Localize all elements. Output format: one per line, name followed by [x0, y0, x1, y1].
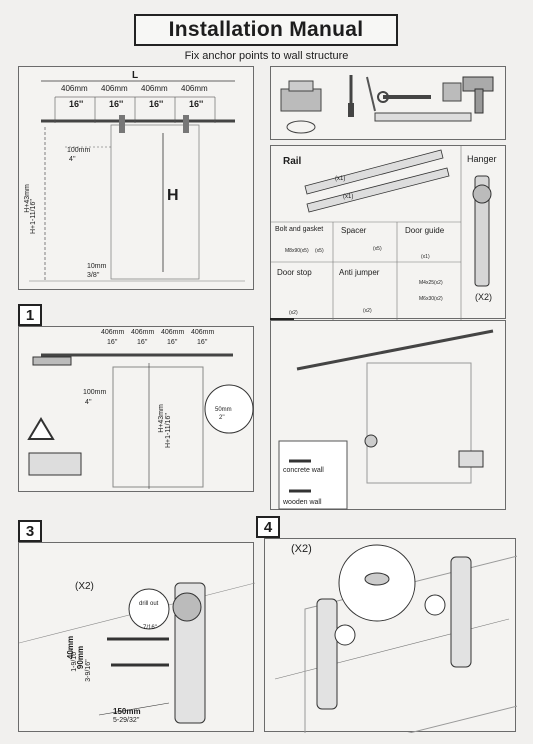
- overview-panel: L 406mm 406mm 406mm 406mm 16'' 16'' 16''…: [18, 66, 254, 290]
- rail-qty-1: (x1): [335, 176, 346, 182]
- bolt-qty: (x5): [315, 248, 324, 254]
- step1-mm-1: 406mm: [101, 329, 125, 336]
- title-box: Installation Manual: [134, 14, 398, 46]
- parts-illustration: [271, 146, 492, 320]
- step3-qty: (X2): [75, 581, 94, 592]
- hanger-icon: [472, 175, 492, 287]
- spacer-label: Spacer: [341, 226, 367, 235]
- anti-jumper-qty: (x2): [363, 308, 372, 314]
- step-4-number: 4: [256, 516, 280, 538]
- warning-icon: [27, 417, 55, 440]
- step3-d150-in: 5-29/32'': [113, 717, 140, 724]
- step3-d150-mm: 150mm: [113, 707, 141, 716]
- drill-icon: [462, 76, 494, 114]
- hanger-qty: (X2): [475, 292, 493, 302]
- step1-in-4: 16'': [197, 339, 208, 346]
- step-2-diagram: [278, 329, 494, 510]
- spacer-qty: (x5): [373, 246, 382, 252]
- overview-total-label: L: [132, 70, 139, 81]
- step1-drill-in: 2'': [219, 415, 225, 421]
- toolbox-icon: [280, 80, 322, 112]
- step-3-diagram: [19, 582, 255, 724]
- step-1-diagram: [27, 353, 254, 489]
- step1-mm-3: 406mm: [161, 329, 185, 336]
- overview-gap-mm: 100mm: [67, 147, 91, 154]
- screwdriver-icon: [348, 75, 354, 117]
- overview-diagram: [29, 80, 245, 282]
- step-1-door: [112, 366, 204, 488]
- step3-d90-mm: 90mm: [76, 645, 86, 670]
- step1-mm-2: 406mm: [131, 329, 155, 336]
- pencil-icon: [366, 76, 376, 112]
- tape-roll-icon: [286, 120, 316, 134]
- rail-piece-2: [306, 167, 450, 213]
- step1-in-1: 16'': [107, 339, 118, 346]
- tools-panel: [270, 66, 506, 140]
- overview-height-in: H+1-11/16'': [30, 198, 38, 235]
- bolt-label: Bolt and gasket: [275, 226, 324, 233]
- step1-mm-4: 406mm: [191, 329, 215, 336]
- step3-drill-label: drill out: [139, 601, 159, 607]
- bolt-spec: M8x90(x5): [285, 248, 309, 254]
- tape-measure-icon: [442, 82, 462, 102]
- door-guide-label: Door guide: [405, 226, 445, 235]
- parts-panel: Rail (x1) (x1) Hanger (X2) Bolt and gask…: [270, 145, 506, 320]
- overview-in-4: 16'': [189, 99, 204, 109]
- step1-height-mm: H+43mm: [157, 404, 165, 433]
- step-3-number: 3: [18, 520, 42, 542]
- step-4-hanger-right: [450, 556, 472, 668]
- step-2-panel: concrete wall wooden wall: [270, 320, 506, 510]
- screw-m4: M4x25(x2): [419, 280, 443, 286]
- step-4-hanger-left: [316, 598, 338, 710]
- overview-mm-3: 406mm: [141, 84, 168, 93]
- step1-gap-mm: 100mm: [83, 389, 107, 396]
- overview-in-1: 16'': [69, 99, 84, 109]
- step-2-rail: [296, 329, 494, 371]
- wrench-icon: [377, 91, 431, 103]
- page-title: Installation Manual: [168, 18, 364, 41]
- step3-d90-in: 3-9/16'': [84, 659, 92, 682]
- concrete-wall-label: concrete wall: [283, 467, 324, 474]
- overview-mm-4: 406mm: [181, 84, 208, 93]
- door-guide-qty: (x1): [421, 254, 430, 260]
- step-1-panel: 406mm 406mm 406mm 406mm 16'' 16'' 16'' 1…: [18, 326, 254, 492]
- step-1-rail-piece: [32, 356, 72, 366]
- overview-mm-2: 406mm: [101, 84, 128, 93]
- screw-m6: M6x30(x2): [419, 296, 443, 302]
- step1-in-3: 16'': [167, 339, 178, 346]
- step1-gap-in: 4'': [85, 399, 92, 406]
- overview-in-2: 16'': [109, 99, 124, 109]
- level-icon: [374, 112, 472, 122]
- step-1-drill-magnifier: [204, 384, 254, 434]
- step-4-panel: (X2): [264, 538, 517, 733]
- tools-illustration: [280, 75, 494, 134]
- step-3-panel: (X2) drill out 7/16'' 40mm 1-9/16'' 90mm…: [18, 542, 255, 732]
- overview-gap-in: 4'': [69, 156, 76, 163]
- step3-drill-in: 7/16'': [143, 625, 157, 631]
- step1-in-2: 16'': [137, 339, 148, 346]
- anti-jumper-label: Anti jumper: [339, 268, 380, 277]
- wooden-wall-label: wooden wall: [283, 499, 322, 506]
- overview-in-3: 16'': [149, 99, 164, 109]
- overview-floor-in: 3/8'': [87, 272, 100, 279]
- page-subtitle: Fix anchor points to wall structure: [184, 50, 349, 62]
- door-stop-label: Door stop: [277, 268, 312, 277]
- step-1-number: 1: [18, 304, 42, 326]
- overview-floor-mm: 10mm: [87, 263, 107, 270]
- step4-qty: (X2): [291, 543, 312, 555]
- hanger-label: Hanger: [467, 154, 497, 164]
- step-3-drill-magnifier: [128, 588, 170, 630]
- door-stop-qty: (x2): [289, 310, 298, 316]
- rail-qty-2: (x1): [343, 194, 354, 200]
- rail-label: Rail: [283, 156, 302, 167]
- step1-drill-mm: 50mm: [215, 407, 232, 413]
- step-4-diagram: [274, 544, 517, 733]
- step1-height-in: H+1-11/16'': [165, 412, 173, 449]
- overview-mm-1: 406mm: [61, 84, 88, 93]
- overview-h-label: H: [167, 187, 179, 204]
- rail-piece-1: [304, 149, 444, 195]
